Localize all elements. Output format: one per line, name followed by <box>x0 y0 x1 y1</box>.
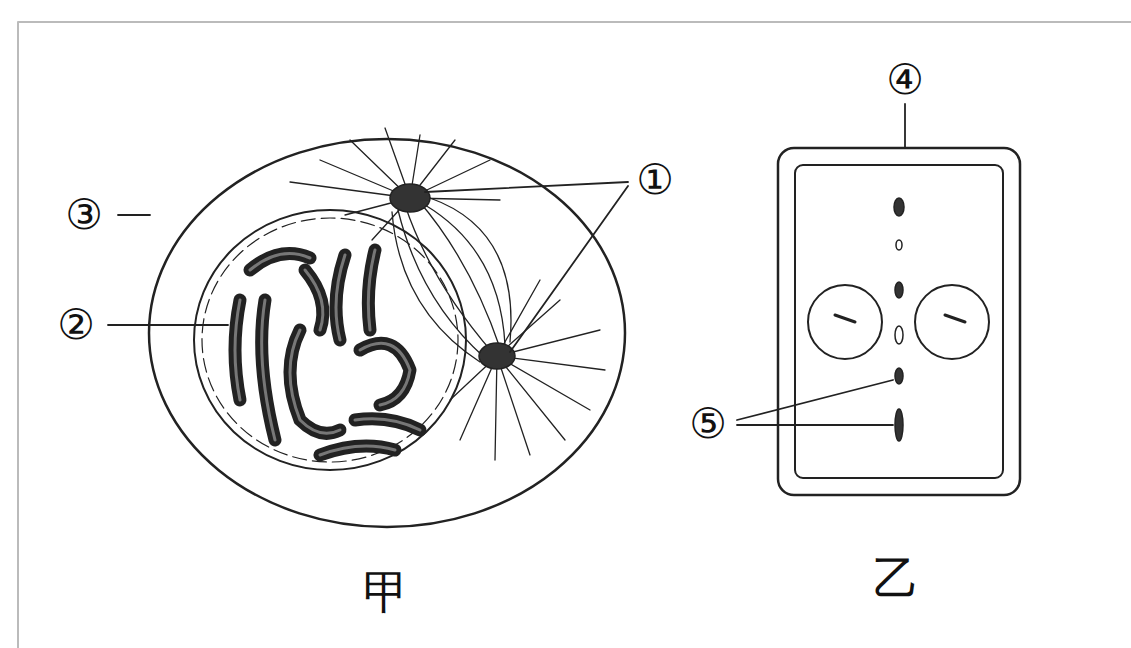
aster-rays <box>290 128 500 240</box>
centrosome <box>479 343 515 369</box>
nuclear-envelope <box>194 210 466 470</box>
callout-number: ③ <box>65 194 103 236</box>
daughter-nucleus <box>808 285 882 359</box>
nucleolus <box>835 315 855 322</box>
cell-membrane <box>795 165 1003 478</box>
figure-label: 甲 <box>363 569 409 615</box>
chromosomes <box>235 250 420 455</box>
cell-plate-vesicles <box>894 198 904 441</box>
leader-lines <box>108 104 905 425</box>
daughter-nucleus <box>915 285 989 359</box>
callout-number: ② <box>57 304 95 346</box>
callout-number: ④ <box>886 59 924 101</box>
callout-number: ① <box>636 159 674 201</box>
aster-rays <box>450 280 605 460</box>
figure-label: 乙 <box>873 555 919 601</box>
nucleolus <box>945 315 965 322</box>
spindle-fibres <box>392 198 511 362</box>
callout-number: ⑤ <box>689 403 727 445</box>
cell-membrane <box>149 139 625 527</box>
nuclear-envelope-inner <box>202 218 458 462</box>
centrosome <box>390 184 430 212</box>
frame-border <box>18 22 1131 648</box>
cell-wall <box>778 148 1020 495</box>
